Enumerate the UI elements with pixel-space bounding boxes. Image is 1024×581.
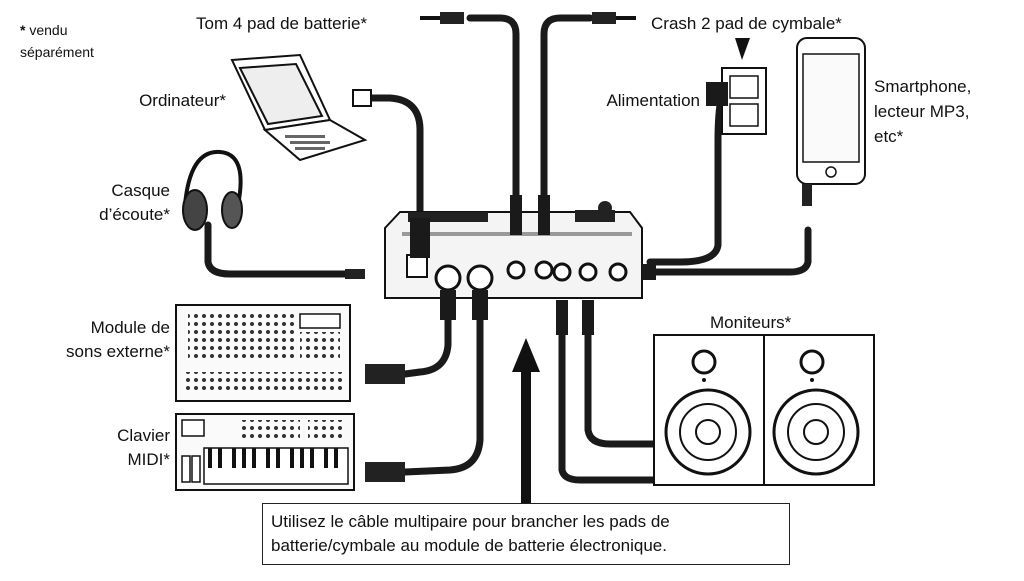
monitor-left — [653, 334, 765, 486]
note-star: * — [20, 22, 26, 38]
callout-arrow — [512, 338, 540, 503]
midi-keyboard-image — [175, 413, 405, 491]
keyboard-label-1: Clavier — [117, 426, 170, 445]
note-line1: vendu — [29, 22, 68, 38]
smartphone-label-1: Smartphone, — [874, 77, 972, 96]
callout-line-2: batterie/cymbale au module de batterie é… — [271, 536, 667, 555]
laptop-image — [230, 53, 372, 162]
monitor-cable-left — [558, 331, 664, 484]
tom-label: Tom 4 pad de batterie* — [196, 14, 368, 33]
sound-module-label-1: Module de — [90, 318, 170, 337]
crash-jack — [592, 12, 636, 24]
smartphone-label-3: etc* — [874, 127, 904, 146]
headphone-cable — [204, 221, 349, 278]
tom-cable — [466, 14, 520, 204]
smartphone-label-2: lecteur MP3, — [874, 102, 970, 121]
tom-jack — [420, 12, 464, 24]
power-outlet — [706, 38, 767, 135]
sound-module-label-2: sons externe* — [66, 342, 170, 361]
smartphone-image — [796, 37, 866, 206]
midi-cable-module — [401, 316, 452, 378]
monitor-right — [763, 334, 875, 486]
power-cable — [646, 101, 724, 266]
midi-cable-keyboard — [401, 316, 484, 476]
monitors-label: Moniteurs* — [710, 313, 792, 332]
note-footnote: * vendu — [20, 22, 68, 39]
headphones-image — [182, 149, 365, 279]
power-label: Alimentation — [606, 91, 700, 110]
headphones-label-1: Casque — [111, 181, 170, 200]
cables — [204, 14, 812, 484]
callout-box: Utilisez le câble multipaire pour branch… — [262, 503, 790, 565]
callout-line-1: Utilisez le câble multipaire pour branch… — [271, 512, 670, 531]
aux-cable — [626, 226, 812, 276]
keyboard-label-2: MIDI* — [127, 450, 171, 469]
plugs — [410, 195, 656, 335]
crash-cable — [540, 14, 594, 204]
note-line2: séparément — [20, 44, 94, 60]
usb-cable — [366, 94, 424, 239]
headphones-label-2: d’écoute* — [99, 205, 170, 224]
sound-module-image — [175, 304, 405, 402]
monitor-cable-right — [584, 331, 774, 448]
computer-label: Ordinateur* — [139, 91, 226, 110]
crash-label: Crash 2 pad de cymbale* — [651, 14, 842, 33]
